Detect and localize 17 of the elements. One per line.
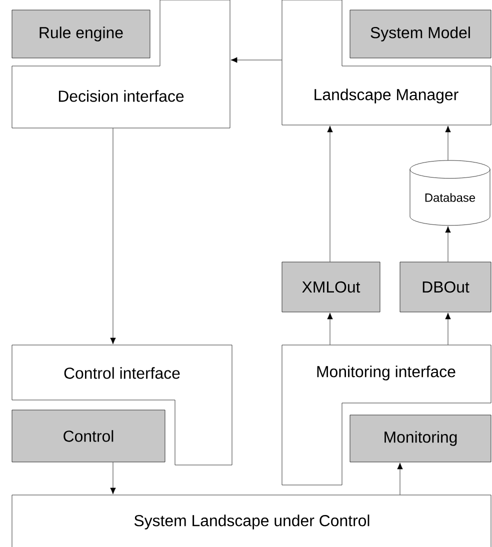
arrow: [445, 126, 451, 160]
arrow: [327, 126, 333, 262]
component-box: System Model: [350, 10, 492, 58]
landscape-box: System Landscape under Control: [12, 494, 492, 547]
arrow: [110, 462, 116, 494]
component-box: Rule engine: [12, 10, 150, 58]
arrow: [110, 128, 116, 344]
arrow: [327, 312, 333, 345]
component-box: XMLOut: [282, 262, 380, 312]
arrow: [445, 226, 451, 262]
arrow: [397, 462, 403, 495]
arrow: [445, 312, 451, 345]
component-box: DBOut: [400, 262, 492, 312]
arrow: [230, 57, 282, 63]
database-cylinder: Database: [410, 160, 490, 226]
component-box: Monitoring: [350, 414, 492, 462]
component-box: Control: [12, 410, 166, 462]
